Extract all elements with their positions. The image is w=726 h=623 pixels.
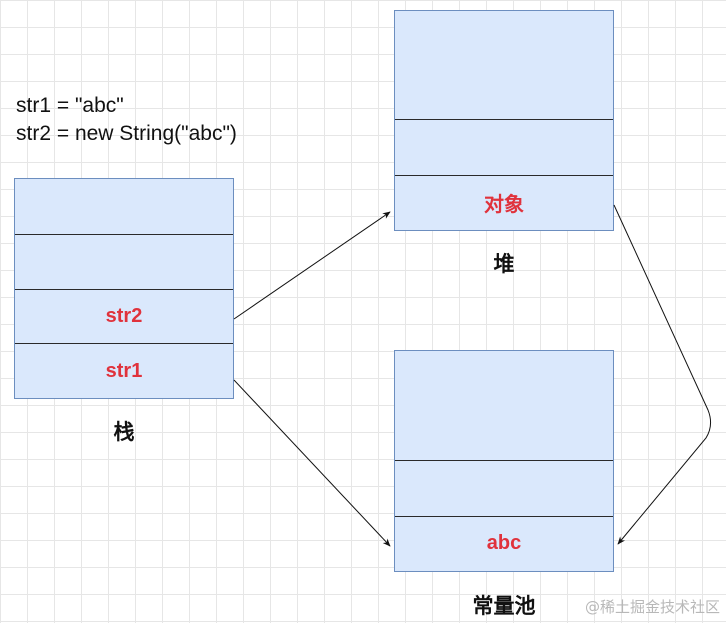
arrow-str2-to-object	[233, 211, 391, 320]
heap-cell-2	[395, 119, 613, 175]
watermark: @稀土掘金技术社区	[584, 598, 720, 616]
arrow-object-to-abc	[613, 204, 712, 545]
stack-cell-2	[15, 233, 233, 289]
constant-pool-label: 常量池	[472, 594, 536, 618]
code-snippet: str1 = "abc" str2 = new String("abc")	[16, 92, 237, 148]
stack-label: 栈	[113, 420, 135, 444]
stack-box: str2 str1	[14, 178, 234, 399]
heap-cell-object: 对象	[395, 174, 613, 231]
constant-pool-box: abc	[394, 350, 614, 572]
stack-cell-str1: str1	[15, 343, 233, 398]
pool-cell-2	[395, 460, 613, 516]
heap-box: 对象	[394, 10, 614, 231]
arrow-str1-to-abc	[233, 379, 391, 547]
stack-cell-str2: str2	[15, 288, 233, 344]
code-line-str2: str2 = new String("abc")	[16, 122, 237, 145]
code-line-str1: str1 = "abc"	[16, 94, 124, 117]
heap-label: 堆	[493, 252, 515, 276]
pool-cell-abc: abc	[395, 515, 613, 572]
